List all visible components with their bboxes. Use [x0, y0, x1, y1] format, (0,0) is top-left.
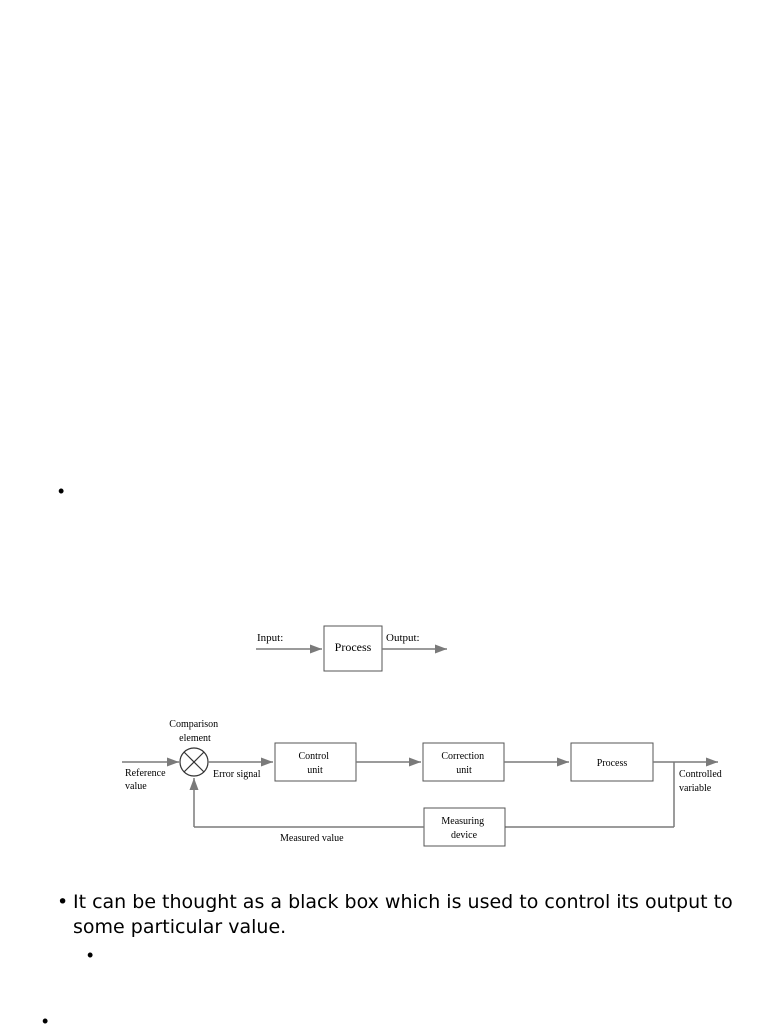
process-label: Process — [335, 640, 372, 654]
measuring-device-label: Measuring device — [441, 816, 486, 841]
bullet-marker: • — [57, 891, 69, 913]
control-unit-box — [274, 742, 357, 782]
bullet-marker: • — [42, 1011, 49, 1031]
reference-value-label: Reference value — [125, 768, 168, 792]
description-text: It can be thought as a black box which i… — [73, 891, 733, 938]
measured-value-label: Measured value — [280, 833, 344, 844]
correction-unit-label: Correction unit — [441, 751, 486, 776]
measuring-device-box — [423, 807, 506, 847]
closed-loop-control-diagram: Comparison element Reference value Error… — [122, 719, 724, 847]
description-bullet: • It can be thought as a black box which… — [57, 890, 737, 940]
comparison-element — [179, 747, 209, 777]
control-unit-label: Control unit — [298, 751, 331, 776]
input-label: Input: — [257, 632, 283, 644]
controlled-variable-label: Controlled variable — [679, 769, 724, 794]
bullet-marker: • — [87, 945, 94, 965]
bullet-marker: • — [58, 481, 65, 501]
process-label: Process — [597, 758, 628, 769]
comparison-element-label: Comparison element — [169, 719, 220, 744]
input-process-output-diagram: Input: Process Output: — [256, 625, 447, 672]
error-signal-label: Error signal — [213, 769, 261, 780]
output-label: Output: — [386, 632, 420, 644]
